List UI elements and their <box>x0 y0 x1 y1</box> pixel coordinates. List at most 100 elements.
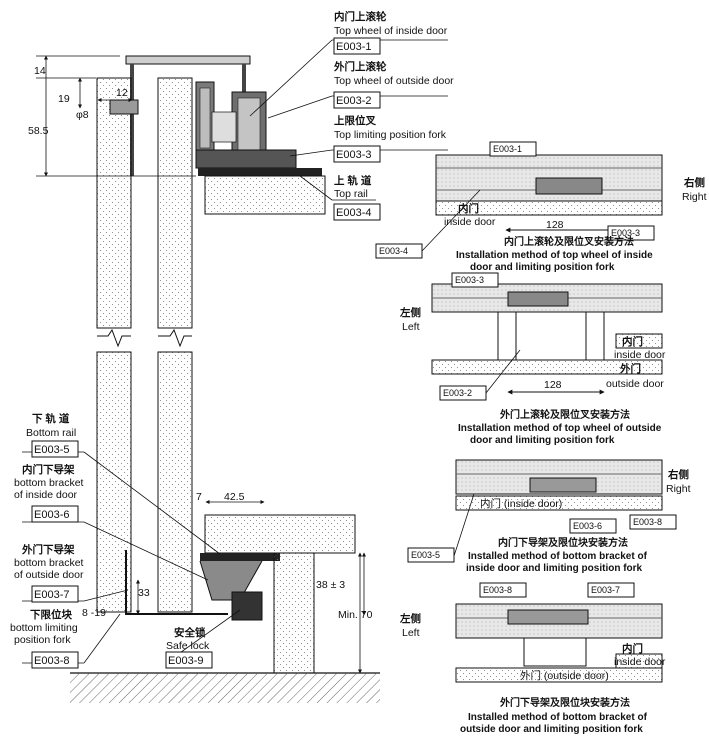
top-rail-block <box>204 175 326 215</box>
label-e5-en: Bottom rail <box>26 427 76 439</box>
dimension-labels: 14 19 58.5 12 φ8 7 42.5 38 ± 3 33 8 -19 … <box>28 65 373 621</box>
p2-out-cn: 外门 <box>619 362 641 375</box>
code-e003-2: E003-2 <box>336 95 371 107</box>
p1-cap-cn: 内门上滚轮及限位叉安装方法 <box>504 235 634 248</box>
p1-code-e003-3: E003-3 <box>611 228 640 238</box>
p4-out: 外门 (outside door) <box>520 669 609 682</box>
dim-phi8: φ8 <box>76 109 89 121</box>
p3-code-e003-5: E003-5 <box>411 550 440 560</box>
p3-cap-en2: inside door and limiting position fork <box>466 563 643 574</box>
phi8-pin <box>109 99 139 115</box>
outside-door-panel-top <box>96 77 132 329</box>
code-e003-6: E003-6 <box>34 509 69 521</box>
p3-code-e003-6: E003-6 <box>573 521 602 531</box>
inside-door-panel-bottom <box>157 351 193 613</box>
p4-cap-en2: outside door and limiting position fork <box>460 724 643 735</box>
p4-code-e003-7: E003-7 <box>591 585 620 595</box>
p3-right-en: Right <box>666 483 691 495</box>
label-e8-en2: position fork <box>14 634 71 646</box>
code-e003-1: E003-1 <box>336 41 371 53</box>
label-e2-en: Top wheel of outside door <box>334 75 454 87</box>
dim-8-19: 8 -19 <box>82 607 106 619</box>
top-frame-left <box>130 64 134 176</box>
wall-block <box>273 552 315 674</box>
code-e003-3: E003-3 <box>336 149 371 161</box>
dim-7: 7 <box>196 491 202 503</box>
top-frame-right <box>242 64 246 94</box>
p1-door-cn: 内门 <box>458 202 479 215</box>
p4-left-cn: 左侧 <box>399 612 421 625</box>
p1-cap-en1: Installation method of top wheel of insi… <box>456 250 653 261</box>
bottom-bracket-inside <box>199 560 263 601</box>
dim-19: 19 <box>58 93 70 105</box>
p2-in-cn: 内门 <box>622 335 643 348</box>
p3-code-e003-8: E003-8 <box>633 517 662 527</box>
p4-code-e003-8: E003-8 <box>483 585 512 595</box>
p2-out-en: outside door <box>606 378 664 390</box>
p2-dim-128: 128 <box>544 379 562 391</box>
p2-in-en: inside door <box>614 349 666 361</box>
p3-right-cn: 右侧 <box>667 468 689 481</box>
main-section <box>70 55 380 703</box>
p1-cap-en2: door and limiting position fork <box>470 262 615 273</box>
code-e003-5: E003-5 <box>34 444 69 456</box>
p2-left-en: Left <box>402 321 420 333</box>
p1-code-e003-4: E003-4 <box>379 246 408 256</box>
p3-door: 内门 (inside door) <box>480 497 562 510</box>
code-e003-7: E003-7 <box>34 589 69 601</box>
label-e5-cn: 下 轨 道 <box>32 412 70 425</box>
label-e8-cn: 下限位块 <box>30 608 72 621</box>
label-e2-cn: 外门上滚轮 <box>333 60 387 73</box>
dim-33: 33 <box>138 587 150 599</box>
p2-left-cn: 左侧 <box>399 306 421 319</box>
ground-hatch <box>70 673 380 703</box>
p1-right-en: Right <box>682 191 707 203</box>
main-labels: 内门上滚轮 Top wheel of inside door E003-1 外门… <box>10 10 454 669</box>
bottom-rail-block <box>204 514 356 554</box>
label-e1-en: Top wheel of inside door <box>334 25 448 37</box>
safe-lock <box>231 591 263 621</box>
p3-cap-en1: Installed method of bottom bracket of <box>468 551 648 562</box>
p4-in-en: inside door <box>614 656 666 668</box>
label-e4-cn: 上 轨 道 <box>334 174 372 187</box>
p4-cap-cn: 外门下导架及限位块安装方法 <box>499 696 630 709</box>
break-mark-2 <box>158 328 192 348</box>
label-e6-cn: 内门下导架 <box>22 463 75 476</box>
break-mark-1 <box>97 328 131 348</box>
p2-cap-en2: door and limiting position fork <box>470 435 615 446</box>
label-e3-cn: 上限位叉 <box>334 114 376 127</box>
panel-4-bottom-bracket-outside: E003-8 E003-7 左侧 Left 内门 inside door 外门 … <box>399 582 666 735</box>
p4-cap-en1: Installed method of bottom bracket of <box>468 712 648 723</box>
label-e1-cn: 内门上滚轮 <box>334 10 387 23</box>
bottom-bracket-outside <box>125 550 228 615</box>
bottom-rail-profile <box>200 553 280 561</box>
dim-58-5: 58.5 <box>28 125 49 137</box>
roller-base <box>195 149 297 169</box>
label-e6-en1: bottom bracket <box>14 477 84 489</box>
label-e7-en1: bottom bracket <box>14 557 84 569</box>
p2-cap-cn: 外门上滚轮及限位叉安装方法 <box>499 408 630 421</box>
label-e9-en: Safe lock <box>166 640 210 652</box>
dim-14: 14 <box>34 65 46 77</box>
dimension-lines <box>36 55 366 674</box>
label-e9-cn: 安全锁 <box>174 626 206 639</box>
p4-left-en: Left <box>402 627 420 639</box>
dim-38-3: 38 ± 3 <box>316 579 345 591</box>
code-e003-4: E003-4 <box>336 207 371 219</box>
p1-right-cn: 右侧 <box>683 176 705 189</box>
dim-42-5: 42.5 <box>224 491 245 503</box>
p2-cap-en1: Installation method of top wheel of outs… <box>458 423 662 434</box>
top-rail-profile <box>198 168 322 176</box>
p2-code-e003-2: E003-2 <box>443 388 472 398</box>
label-e7-cn: 外门下导架 <box>21 543 75 556</box>
p2-code-e003-3: E003-3 <box>455 275 484 285</box>
p1-door-en: inside door <box>444 216 496 228</box>
p1-code-e003-1: E003-1 <box>493 144 522 154</box>
p3-cap-cn: 内门下导架及限位块安装方法 <box>498 536 628 549</box>
panel-3-bottom-bracket-inside: E003-6 E003-8 E003-5 右侧 Right 内门 (inside… <box>407 459 691 574</box>
p1-dim-128: 128 <box>546 219 564 231</box>
panel-2-top-wheel-outside: E003-3 E003-2 左侧 Left 内门 inside door 外门 … <box>399 272 666 446</box>
dim-min70: Min. 70 <box>338 609 373 621</box>
label-e7-en2: of outside door <box>14 569 84 581</box>
